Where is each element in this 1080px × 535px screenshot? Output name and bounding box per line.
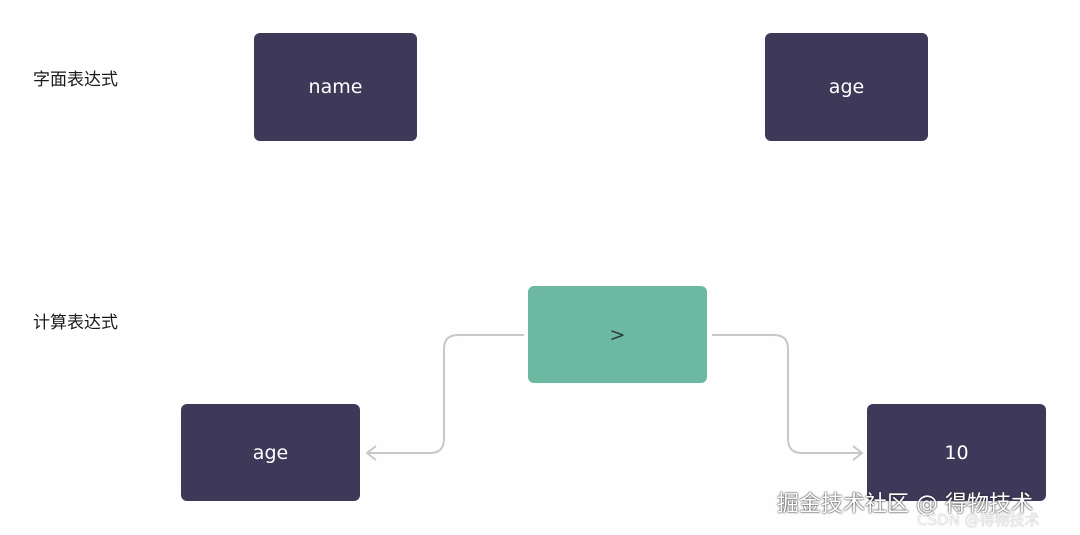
arrowhead-right: [852, 445, 864, 461]
node-ten: 10: [867, 404, 1046, 501]
node-operator-label: >: [609, 323, 626, 346]
edge-operator-to-ten: [712, 334, 862, 454]
node-name-label: name: [308, 76, 363, 98]
watermark-csdn: CSDN @得物技术: [917, 511, 1040, 529]
node-name: name: [254, 33, 417, 141]
edge-operator-to-age: [368, 334, 524, 454]
node-age-literal: age: [765, 33, 928, 141]
computed-expression-label: 计算表达式: [33, 313, 118, 333]
arrowhead-left: [365, 445, 377, 461]
node-ten-label: 10: [944, 441, 969, 464]
node-age-operand: age: [181, 404, 360, 501]
node-age-operand-label: age: [252, 441, 289, 464]
watermark-juejin: 掘金技术社区 @ 得物技术: [777, 492, 1033, 517]
node-operator: >: [528, 286, 707, 383]
literal-expression-label: 字面表达式: [33, 70, 118, 90]
node-age-literal-label: age: [828, 76, 865, 98]
